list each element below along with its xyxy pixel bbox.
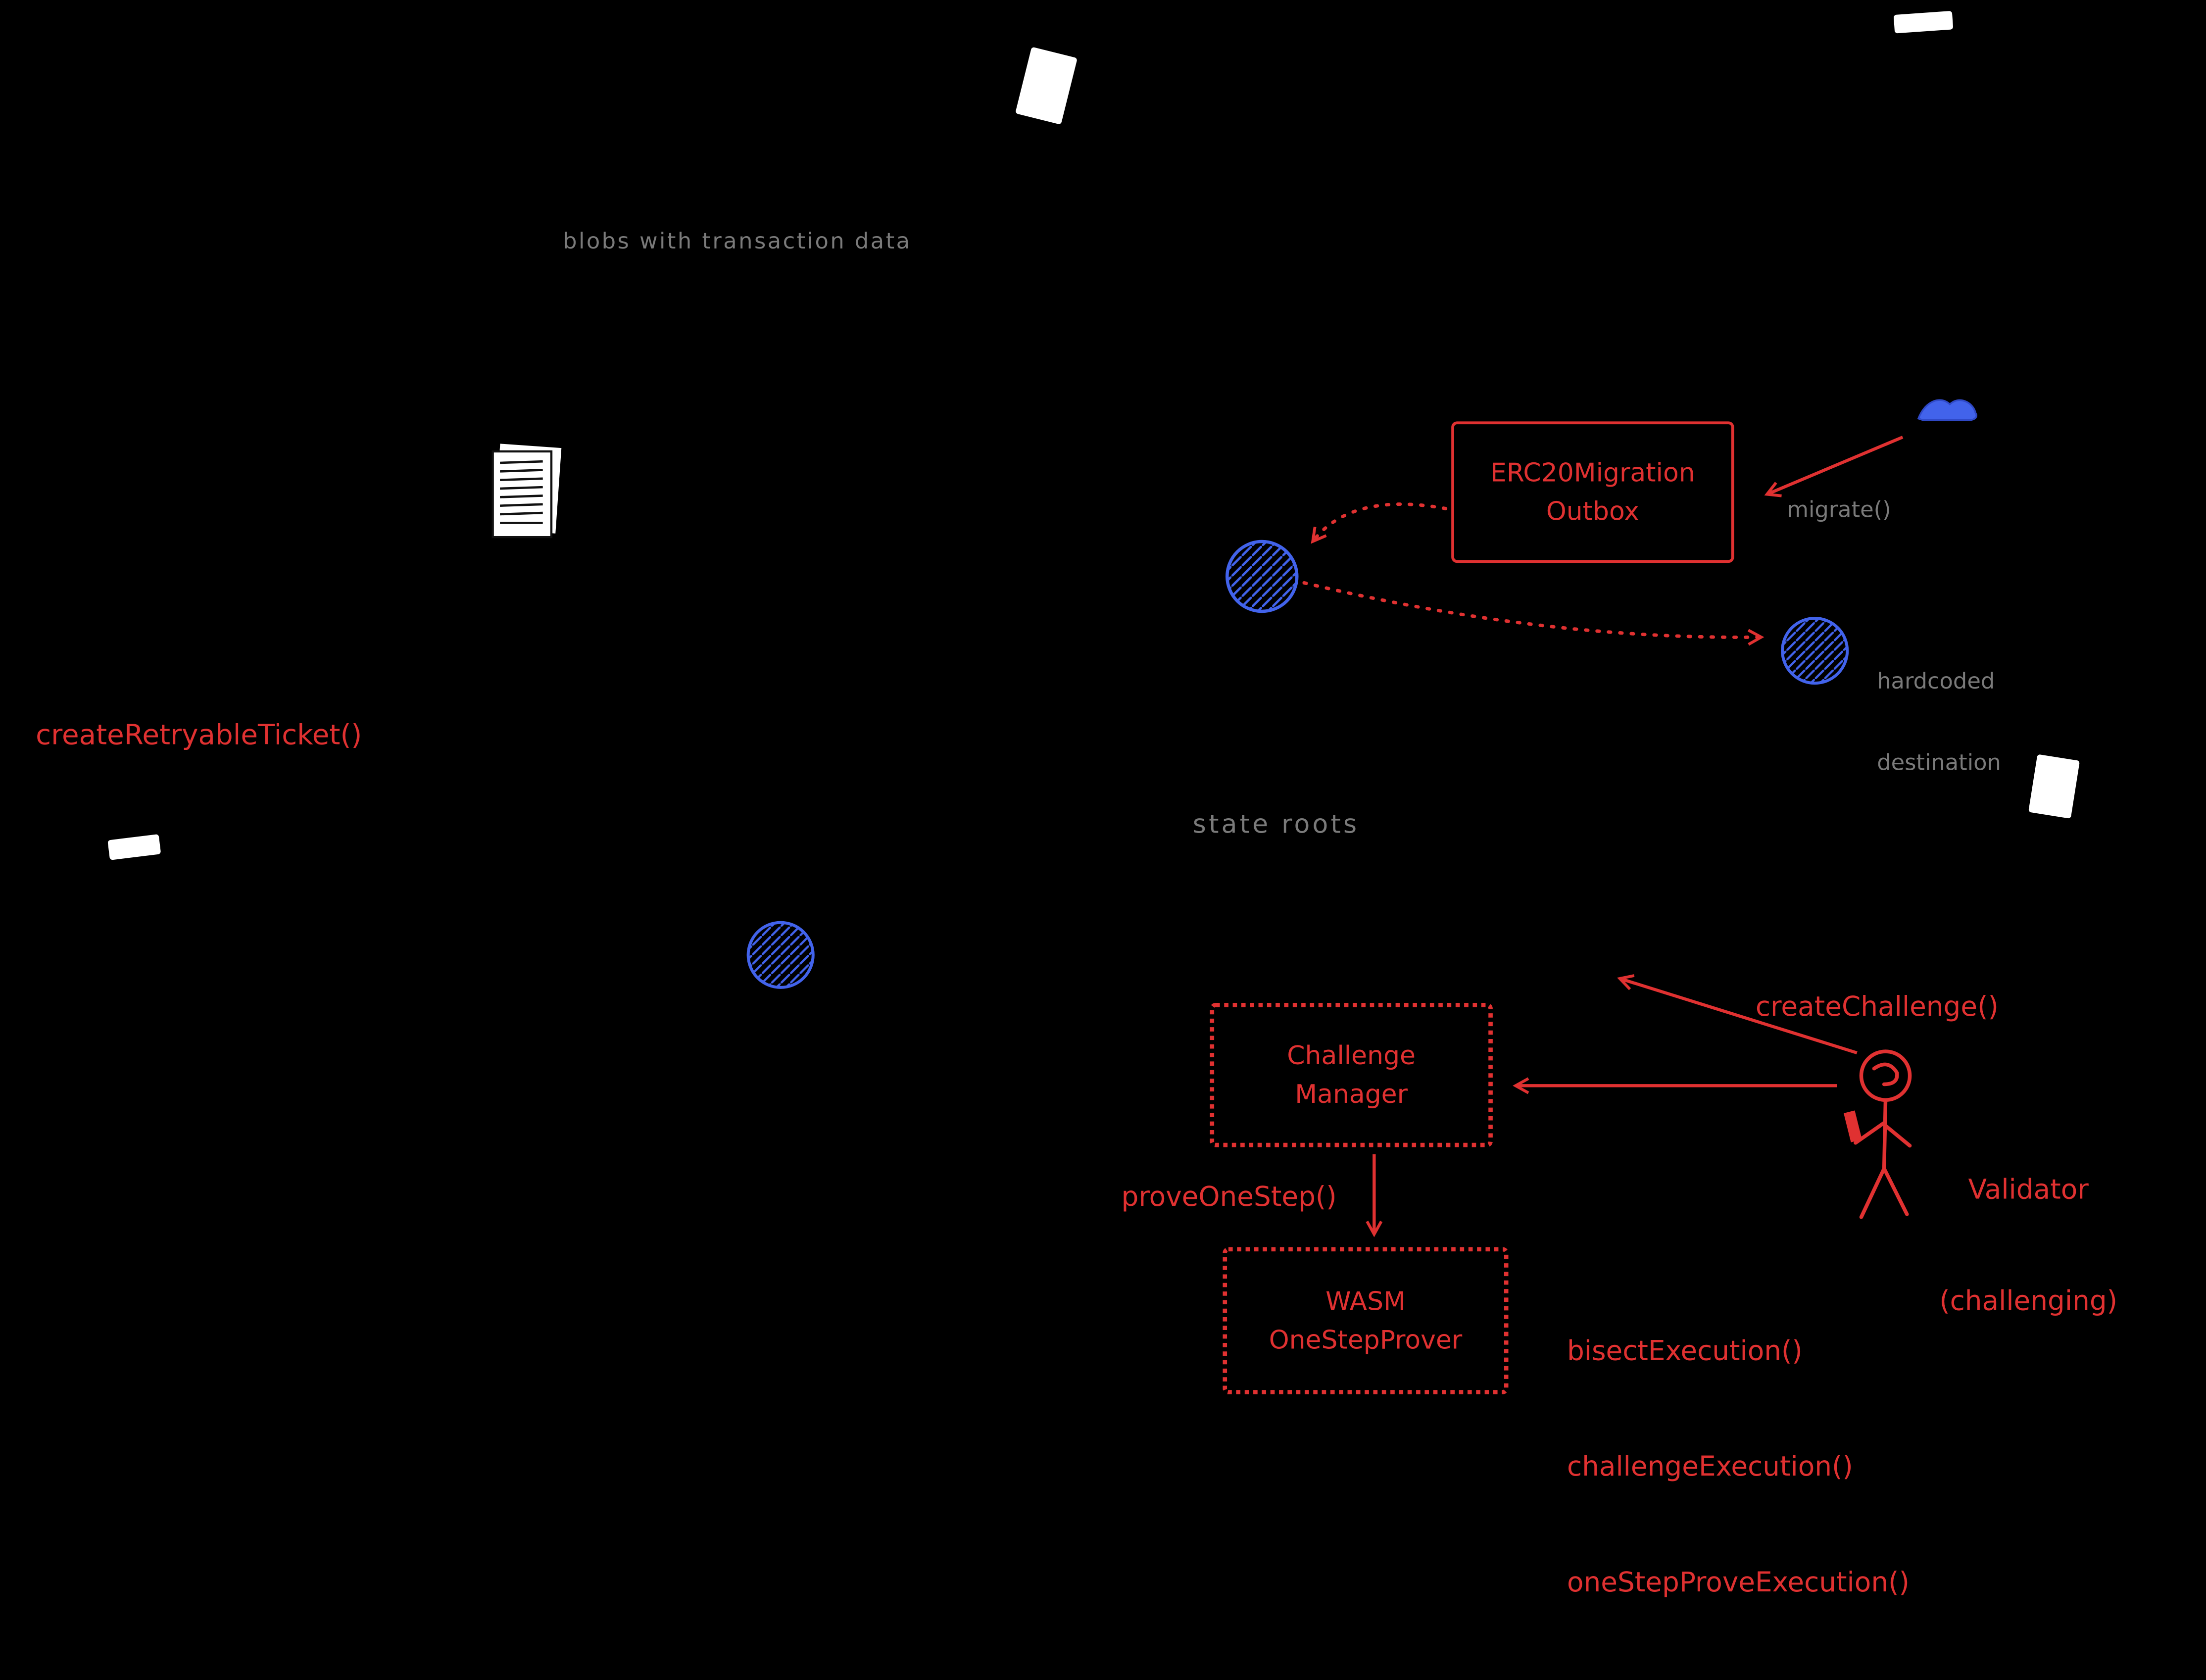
cloud-icon [1914,392,1983,432]
wasm-box-line2: OneStepProver [1269,1325,1463,1355]
create-challenge-label: createChallenge() [1755,991,1999,1023]
erc20-migration-outbox-box: ERC20Migration Outbox [1451,421,1734,563]
token-icon [1222,536,1303,623]
white-sticker [2028,754,2080,819]
wasm-one-step-prover-box: WASM OneStepProver [1223,1247,1509,1394]
hardcoded-label-line2: destination [1877,750,2001,776]
erc20-box-line2: Outbox [1546,496,1639,527]
document-icon [483,443,568,551]
create-retryable-ticket-label: createRetryableTicket() [36,718,362,752]
migrate-label: migrate() [1787,497,1891,523]
fn-bisect-execution: bisectExecution() [1567,1335,1803,1367]
challenge-manager-line2: Manager [1295,1079,1408,1109]
token-to-hardcoded-destination-arrow [1302,581,1765,646]
create-challenge-arrow [1617,974,1858,1055]
fn-challenge-execution: challengeExecution() [1567,1451,1853,1483]
challenge-manager-line1: Challenge [1287,1040,1416,1071]
migrate-arrow [1764,436,1904,497]
erc20-box-line1: ERC20Migration [1490,457,1695,488]
diagram-canvas: blobs with transaction data migrate() ha… [36,10,2118,1599]
challenge-manager-box: Challenge Manager [1210,1002,1493,1147]
state-roots-label: state roots [1192,810,1360,840]
validator-label-line1: Validator [1968,1174,2089,1206]
token-icon [743,917,819,999]
prove-one-step-label: proveOneStep() [1121,1181,1337,1213]
blobs-label: blobs with transaction data [563,228,912,254]
wasm-box-line1: WASM [1325,1286,1406,1317]
arrows-layer [1302,436,1904,1237]
hardcoded-label-line1: hardcoded [1877,668,1995,694]
stick-figure-icon [1823,1037,1943,1237]
validator-label-line2: (challenging) [1939,1285,2118,1317]
outbox-to-token-arrow [1311,502,1448,544]
fn-one-step-prove-execution: oneStepProveExecution() [1567,1567,1910,1599]
token-icon [1777,613,1853,694]
